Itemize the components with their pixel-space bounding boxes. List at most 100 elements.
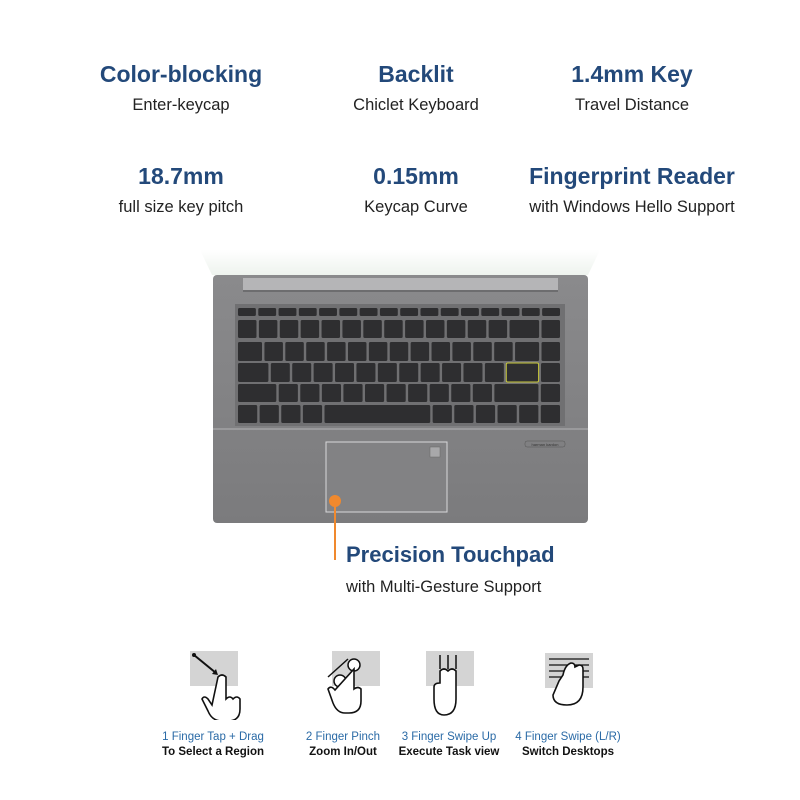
key xyxy=(324,405,431,423)
feature-subtitle: Enter-keycap xyxy=(132,96,230,114)
key xyxy=(451,384,471,402)
key xyxy=(408,384,428,402)
key xyxy=(238,363,269,382)
tap-drag-icon xyxy=(190,651,241,720)
key xyxy=(452,342,471,361)
key xyxy=(420,363,440,382)
key xyxy=(405,320,424,338)
key xyxy=(540,384,560,402)
screen-edge xyxy=(200,250,600,275)
key xyxy=(440,308,459,316)
key xyxy=(386,384,406,402)
key xyxy=(279,320,299,338)
key xyxy=(356,363,376,382)
gesture-action: Zoom In/Out xyxy=(309,746,377,758)
key xyxy=(327,342,346,361)
key xyxy=(335,363,355,382)
feature-title: Backlit xyxy=(378,61,454,87)
gesture-action: Execute Task view xyxy=(398,746,500,758)
hinge xyxy=(243,278,558,292)
feature-subtitle: Keycap Curve xyxy=(364,198,468,216)
key xyxy=(484,363,504,382)
feature-title: Fingerprint Reader xyxy=(529,163,735,189)
key xyxy=(379,308,398,316)
gesture-swipe-lr: 4 Finger Swipe (L/R) Switch Desktops xyxy=(493,645,643,760)
key xyxy=(281,405,301,423)
gesture-action: To Select a Region xyxy=(161,746,265,758)
key xyxy=(420,308,439,316)
key xyxy=(497,405,517,423)
key xyxy=(475,405,496,423)
touchpad-title: Precision Touchpad xyxy=(346,542,555,567)
key xyxy=(429,384,449,402)
key xyxy=(306,342,325,361)
key xyxy=(321,320,341,338)
feature-subtitle: Travel Distance xyxy=(574,96,689,114)
feature-title: 0.15mm xyxy=(373,163,459,189)
key xyxy=(300,320,320,338)
key xyxy=(368,342,388,361)
key xyxy=(515,342,540,361)
key xyxy=(339,308,358,316)
gesture-swipe-up: 3 Finger Swipe Up Execute Task view xyxy=(374,645,524,760)
key xyxy=(399,363,419,382)
key xyxy=(519,405,539,423)
key xyxy=(400,308,419,316)
gesture-pinch: 2 Finger Pinch Zoom In/Out xyxy=(268,645,418,760)
gesture-name: 1 Finger Tap + Drag xyxy=(162,731,264,743)
touchpad-callout-line-ext xyxy=(334,530,336,560)
key xyxy=(432,405,452,423)
key xyxy=(363,320,382,338)
key xyxy=(431,342,451,361)
key xyxy=(446,320,466,338)
key xyxy=(488,320,508,338)
key xyxy=(313,363,333,382)
key xyxy=(472,384,492,402)
key xyxy=(467,320,487,338)
key xyxy=(384,320,403,338)
key xyxy=(410,342,430,361)
key xyxy=(278,384,298,402)
key xyxy=(270,363,290,382)
key xyxy=(347,342,367,361)
feature-title: Color-blocking xyxy=(99,61,263,87)
key xyxy=(258,308,277,316)
key xyxy=(494,342,513,361)
harman-kardon-logo xyxy=(524,440,566,448)
feature-title: 18.7mm xyxy=(138,163,224,189)
feature-subtitle: full size key pitch xyxy=(118,198,244,216)
key xyxy=(541,342,560,361)
gesture-name: 4 Finger Swipe (L/R) xyxy=(515,731,621,743)
key xyxy=(481,308,500,316)
key xyxy=(377,363,397,382)
key xyxy=(359,308,378,316)
key xyxy=(319,308,337,316)
keyboard xyxy=(238,308,560,423)
pinch-icon xyxy=(327,651,380,714)
key xyxy=(285,342,304,361)
key xyxy=(264,342,283,361)
key xyxy=(521,308,540,316)
feature-key-pitch: 18.7mm full size key pitch xyxy=(51,162,311,218)
key xyxy=(278,308,297,316)
key xyxy=(494,384,539,402)
key xyxy=(542,308,560,316)
key xyxy=(442,363,462,382)
touchpad[interactable] xyxy=(325,441,448,513)
key xyxy=(298,308,317,316)
gesture-name: 3 Finger Swipe Up xyxy=(401,731,497,743)
gesture-tap-drag: 1 Finger Tap + Drag To Select a Region xyxy=(138,645,288,760)
key xyxy=(461,308,479,316)
touchpad-subtitle: with Multi-Gesture Support xyxy=(346,578,542,596)
key xyxy=(343,384,363,402)
feature-subtitle: with Windows Hello Support xyxy=(529,198,735,216)
key xyxy=(463,363,483,382)
gesture-name: 2 Finger Pinch xyxy=(305,731,381,743)
gesture-action: Switch Desktops xyxy=(521,746,615,758)
key xyxy=(238,405,258,423)
key xyxy=(259,405,279,423)
key xyxy=(454,405,474,423)
